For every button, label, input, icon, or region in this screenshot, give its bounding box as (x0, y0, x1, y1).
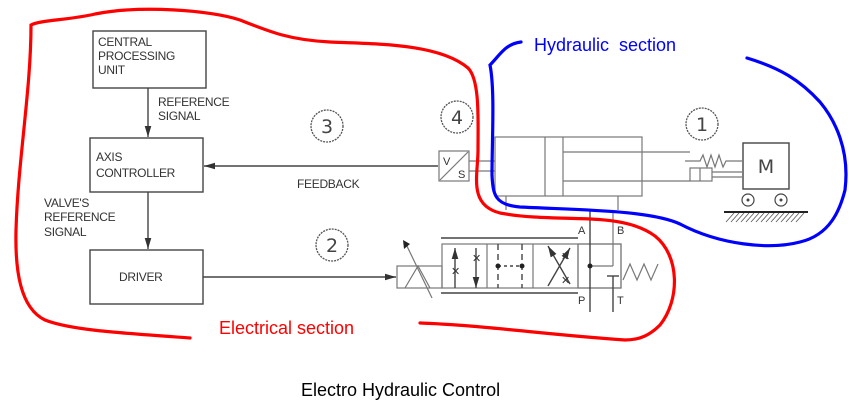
cpu-label-line2: PROCESSING (98, 49, 175, 63)
cpu-label-line1: CENTRAL (98, 35, 153, 49)
hydraulic-section-label: Hydraulic section (534, 35, 676, 55)
axis-controller-label-1: AXIS (96, 150, 122, 164)
svg-text:✕: ✕ (451, 266, 460, 278)
marker-2: 2 (315, 228, 349, 262)
axis-controller-block: AXIS CONTROLLER (89, 137, 204, 193)
svg-text:✕: ✕ (561, 275, 570, 287)
diagram-title: Electro Hydraulic Control (301, 380, 500, 400)
feedback-label: FEEDBACK (297, 177, 360, 191)
marker-3: 3 (310, 109, 344, 143)
svg-text:✕: ✕ (561, 251, 570, 263)
cpu-block: CENTRAL PROCESSING UNIT (92, 30, 207, 89)
mass-label: M (758, 156, 774, 178)
valve-reference-label-2: REFERENCE (44, 210, 116, 224)
svg-text:3: 3 (321, 116, 333, 138)
marker-4: 4 (440, 100, 474, 134)
electrical-section-boundary (14, 7, 677, 342)
transducer-bottom-label: S (458, 169, 465, 181)
svg-text:2: 2 (326, 235, 338, 257)
position-transducer: V S (438, 150, 495, 182)
reference-signal-label-2: SIGNAL (158, 109, 201, 123)
electrical-section-label: Electrical section (219, 318, 354, 338)
hydraulic-section-boundary (488, 40, 848, 248)
svg-text:1: 1 (696, 114, 708, 136)
transducer-top-label: V (443, 156, 451, 168)
spring-damper (685, 153, 742, 182)
driver-block: DRIVER (89, 249, 204, 305)
hydraulic-cylinder (494, 136, 690, 210)
proportional-valve: ✕ ✕ ✕ ✕ A B P T (396, 210, 659, 312)
valve-reference-label-3: SIGNAL (44, 225, 87, 239)
port-b-label: B (617, 225, 624, 237)
port-p-label: P (578, 295, 585, 307)
svg-text:✕: ✕ (472, 253, 481, 265)
driver-label: DRIVER (119, 270, 163, 284)
cpu-label-line3: UNIT (98, 63, 126, 77)
port-a-label: A (578, 225, 586, 237)
svg-text:4: 4 (451, 107, 463, 129)
marker-1: 1 (685, 107, 719, 141)
reference-signal-label-1: REFERENCE (158, 95, 230, 109)
mass-load: M (724, 142, 808, 223)
axis-controller-label-2: CONTROLLER (96, 166, 176, 180)
port-t-label: T (617, 295, 624, 307)
valve-reference-label-1: VALVE'S (44, 196, 89, 210)
